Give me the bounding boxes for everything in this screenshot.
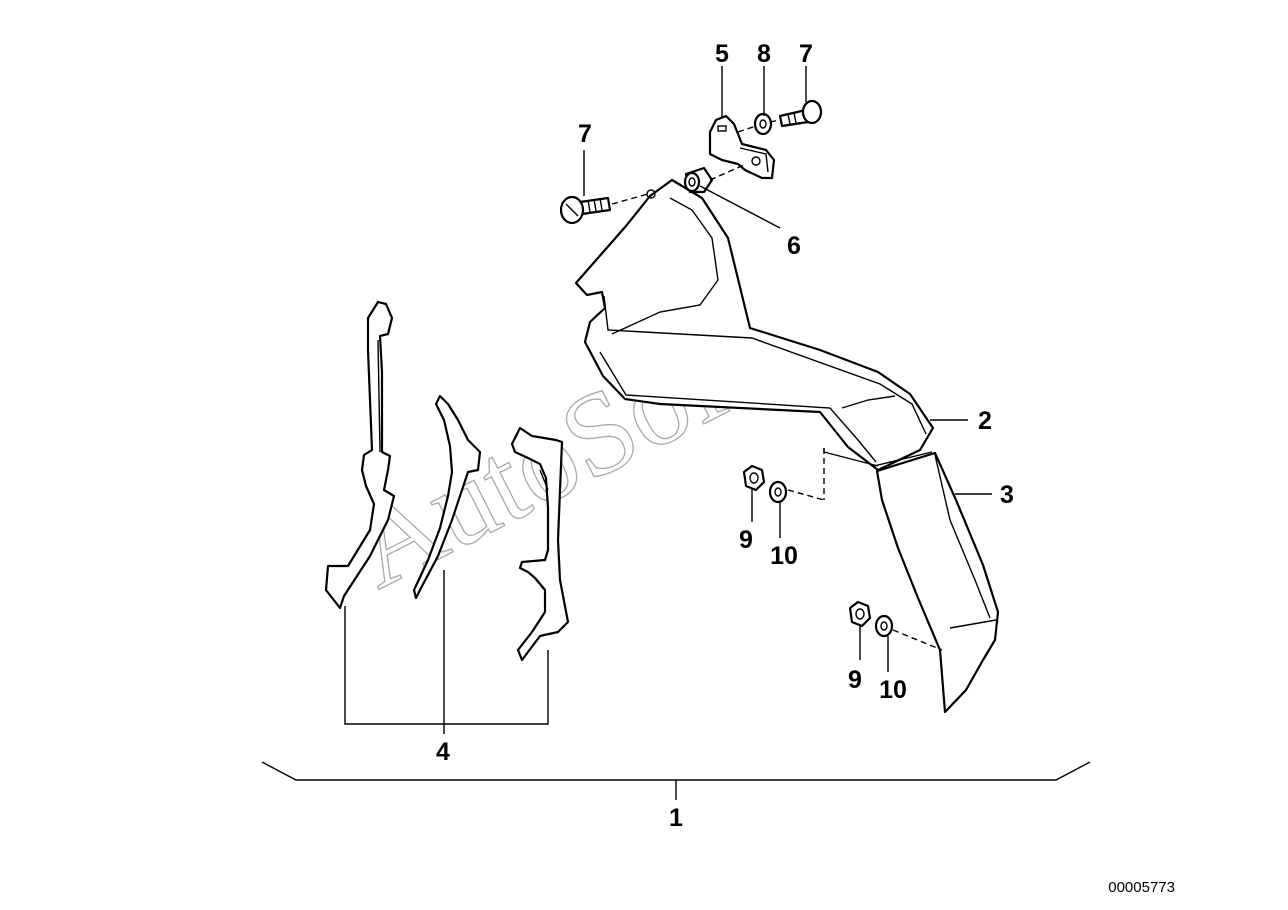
- washer-middle: [768, 480, 788, 504]
- callout-6: 6: [787, 232, 801, 260]
- assembly-lines: [611, 119, 943, 651]
- callout-10-lower: 10: [879, 676, 907, 704]
- rubber-grommet: [683, 166, 714, 194]
- callouts: 5 8 7 7 6 2 3 9 10 9 10 4 1: [436, 40, 1014, 832]
- callout-2: 2: [978, 407, 992, 435]
- nut-middle: [742, 464, 766, 492]
- callout-1: 1: [669, 804, 683, 832]
- callout-9-middle: 9: [739, 526, 753, 554]
- nut-lower: [848, 600, 872, 628]
- lower-fairing-panel: [873, 451, 1000, 714]
- callout-8: 8: [757, 40, 771, 68]
- callout-9-lower: 9: [848, 666, 862, 694]
- callout-7-upper: 7: [799, 40, 813, 68]
- callout-3: 3: [1000, 481, 1014, 509]
- callout-10-middle: 10: [770, 542, 798, 570]
- callout-5: 5: [715, 40, 729, 68]
- document-number: 00005773: [1108, 879, 1175, 896]
- leader-lines: [261, 66, 1091, 800]
- washer-lower: [874, 614, 894, 638]
- screw-upper: [778, 99, 823, 128]
- callout-4: 4: [436, 738, 450, 766]
- callout-7-lower: 7: [578, 120, 592, 148]
- trim-strips: [324, 300, 570, 662]
- screw-lower: [559, 195, 612, 225]
- washer-upper: [753, 112, 773, 136]
- mounting-bracket: [708, 114, 776, 180]
